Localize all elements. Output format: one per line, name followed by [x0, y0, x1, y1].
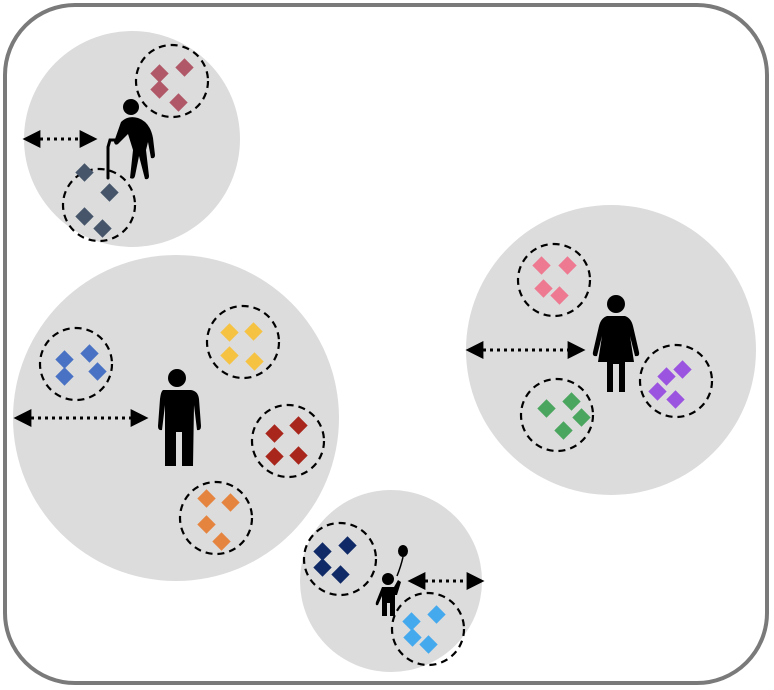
child-cluster-lightblue: [390, 591, 466, 667]
diamond-marker: [93, 219, 112, 238]
diamond-group: [55, 344, 107, 386]
elderly-cluster-top: [134, 43, 210, 119]
man-cluster-orange: [178, 480, 254, 556]
elderly-cluster-bottom: [61, 163, 137, 243]
diamond-marker: [657, 367, 676, 386]
diamond-group: [537, 392, 591, 440]
diamond-marker: [338, 536, 357, 555]
diamond-group: [532, 256, 577, 305]
diamond-marker: [80, 344, 99, 363]
group-woman: [465, 205, 756, 495]
man-icon: [158, 369, 201, 466]
child-with-balloon-icon: [375, 545, 408, 616]
woman-cluster-pink: [516, 242, 592, 318]
diamond-marker: [532, 256, 551, 275]
woman-cluster-green: [519, 377, 595, 453]
diamond-marker: [402, 612, 421, 631]
diamond-marker: [419, 635, 438, 654]
diamond-group: [75, 163, 119, 238]
diamond-group: [197, 489, 240, 551]
diamond-marker: [562, 392, 581, 411]
diamond-marker: [175, 58, 194, 77]
diamond-marker: [648, 382, 667, 401]
diamond-marker: [75, 207, 94, 226]
diamond-marker: [245, 352, 264, 371]
diamond-marker: [197, 515, 216, 534]
diamond-group: [220, 322, 264, 371]
child-cluster-navy: [302, 521, 378, 597]
diamond-marker: [554, 421, 573, 440]
diamond-marker: [55, 367, 74, 386]
diamond-marker: [673, 360, 692, 379]
diamond-marker: [403, 628, 422, 647]
diamond-marker: [244, 322, 263, 341]
diamond-marker: [220, 323, 239, 342]
diamond-marker: [331, 565, 350, 584]
diamond-marker: [75, 163, 94, 182]
diamond-group: [150, 58, 194, 112]
diamond-marker: [534, 279, 553, 298]
diamond-marker: [220, 346, 239, 365]
group-man: [13, 255, 339, 581]
diamond-marker: [55, 350, 74, 369]
diamond-marker: [265, 447, 284, 466]
diamond-marker: [572, 408, 591, 427]
diamond-marker: [427, 605, 446, 624]
group-elderly: [22, 31, 240, 247]
diamond-marker: [100, 183, 119, 202]
man-cluster-yellow: [205, 304, 281, 380]
diamond-marker: [313, 558, 332, 577]
diamond-marker: [150, 64, 169, 83]
diamond-marker: [265, 424, 284, 443]
diamond-marker: [212, 532, 231, 551]
elderly-person-with-cane-icon: [106, 99, 155, 180]
diamond-marker: [550, 286, 569, 305]
diamond-group: [402, 605, 446, 654]
man-cluster-red: [250, 403, 326, 479]
diamond-group: [648, 360, 692, 409]
diamond-marker: [150, 80, 169, 99]
woman-cluster-purple: [638, 343, 714, 419]
diamond-marker: [197, 489, 216, 508]
diamond-marker: [558, 256, 577, 275]
diamond-marker: [88, 362, 107, 381]
diamond-marker: [289, 416, 308, 435]
group-child: [300, 490, 485, 672]
diamond-marker: [537, 399, 556, 418]
diamond-group: [265, 416, 308, 466]
woman-icon: [592, 295, 640, 392]
man-cluster-blue: [38, 326, 114, 402]
diamond-marker: [313, 542, 332, 561]
diamond-group: [313, 536, 357, 584]
diamond-marker: [289, 446, 308, 465]
diamond-marker: [666, 390, 685, 409]
diamond-marker: [169, 93, 188, 112]
diamond-marker: [221, 493, 240, 512]
